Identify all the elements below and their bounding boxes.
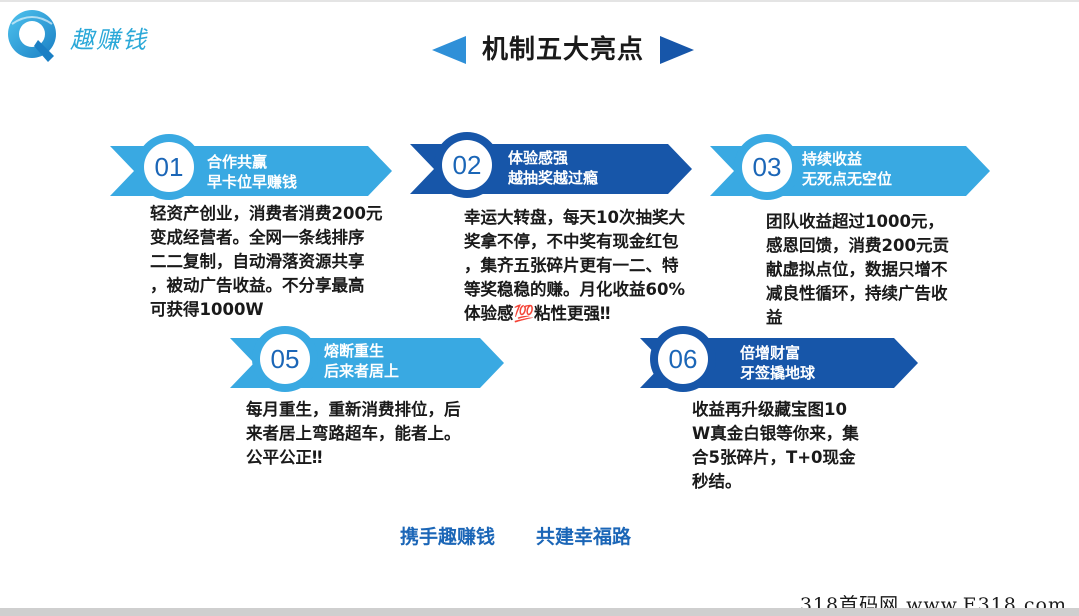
desc-line: 变成经营者。全网一条线排序 [150, 228, 365, 247]
card-number: 01 [144, 142, 194, 192]
bottom-scrollbar[interactable] [0, 608, 1079, 616]
desc-line: 团队收益超过1000元， [766, 212, 944, 231]
desc-line: 收益再升级藏宝图10 [692, 400, 847, 419]
card-number-badge: 02 [434, 132, 500, 198]
brand-name: 趣赚钱 [70, 26, 148, 54]
card-description: 轻资产创业，消费者消费200元 变成经营者。全网一条线排序 二二复制，自动滑落资… [150, 202, 430, 322]
card-title: 熔断重生 后来者居上 [324, 341, 399, 381]
desc-line: 来者居上弯路超车，能者上。 [246, 424, 461, 443]
desc-line: 公平公正‼ [246, 448, 323, 467]
desc-line: 感恩回馈，消费200元贡 [766, 236, 949, 255]
card-description: 团队收益超过1000元， 感恩回馈，消费200元贡 献虚拟点位，数据只增不 减良… [766, 210, 996, 330]
card-title: 倍增财富 牙签撬地球 [740, 343, 815, 383]
card-number: 02 [442, 140, 492, 190]
card-number-badge: 05 [252, 326, 318, 392]
desc-line: 减良性循环，持续广告收 [766, 284, 948, 303]
card-title-line1: 合作共赢 [207, 153, 268, 171]
top-divider [0, 0, 1079, 2]
title-arrow-right-icon [660, 36, 694, 64]
desc-line: 轻资产创业，消费者消费200元 [150, 204, 383, 223]
card-title: 合作共赢 早卡位早赚钱 [207, 152, 297, 192]
card-number: 05 [260, 334, 310, 384]
desc-line: 每月重生，重新消费排位，后 [246, 400, 461, 419]
card-title-line1: 体验感强 [508, 149, 569, 167]
desc-line: 合5张碎片，T+0现金 [692, 448, 856, 467]
card-description: 幸运大转盘，每天10次抽奖大 奖拿不停，不中奖有现金红包 ，集齐五张碎片更有一二… [464, 206, 734, 326]
card-title-line2: 越抽奖越过瘾 [508, 169, 599, 187]
card-title-line1: 熔断重生 [324, 342, 385, 360]
card-title: 持续收益 无死点无空位 [802, 149, 892, 189]
card-description: 收益再升级藏宝图10 W真金白银等你来，集 合5张碎片，T+0现金 秒结。 [692, 398, 902, 494]
desc-line: 等奖稳稳的赚。月化收益60% [464, 280, 685, 299]
card-title-line2: 早卡位早赚钱 [207, 173, 298, 191]
card-title-line1: 持续收益 [802, 150, 863, 168]
card-number-badge: 06 [650, 326, 716, 392]
desc-line: 二二复制，自动滑落资源共享 [150, 252, 365, 271]
card-title: 体验感强 越抽奖越过瘾 [508, 148, 598, 188]
card-title-line2: 牙签撬地球 [740, 364, 816, 382]
magnifier-logo-icon [8, 10, 56, 62]
title-arrow-left-icon [432, 36, 466, 64]
card-number-badge: 01 [136, 134, 202, 200]
card-number: 03 [742, 142, 792, 192]
card-title-line2: 后来者居上 [324, 362, 400, 380]
desc-line: 可获得1000W [150, 300, 264, 319]
desc-line: 秒结。 [692, 472, 742, 491]
brand-logo[interactable]: 趣赚钱 [4, 6, 204, 68]
desc-line: ，被动广告收益。不分享最高 [150, 276, 365, 295]
card-title-line1: 倍增财富 [740, 344, 801, 362]
card-number-badge: 03 [734, 134, 800, 200]
card-description: 每月重生，重新消费排位，后 来者居上弯路超车，能者上。 公平公正‼ [246, 398, 506, 470]
card-title-line2: 无死点无空位 [802, 170, 893, 188]
card-number: 06 [658, 334, 708, 384]
desc-line: 幸运大转盘，每天10次抽奖大 [464, 208, 685, 227]
desc-line: W真金白银等你来，集 [692, 424, 859, 443]
desc-line: 献虚拟点位，数据只增不 [766, 260, 948, 279]
desc-line: 益 [766, 308, 783, 327]
slogan-part-1: 携手趣赚钱 [400, 526, 496, 548]
desc-line: 体验感💯粘性更强‼ [464, 304, 611, 323]
slogan-part-2: 共建幸福路 [536, 526, 632, 548]
page-title: 机制五大亮点 [481, 35, 644, 65]
page-title-block: 机制五大亮点 [432, 30, 694, 70]
desc-line: ，集齐五张碎片更有一二、特 [464, 256, 679, 275]
desc-line: 奖拿不停，不中奖有现金红包 [464, 232, 679, 251]
